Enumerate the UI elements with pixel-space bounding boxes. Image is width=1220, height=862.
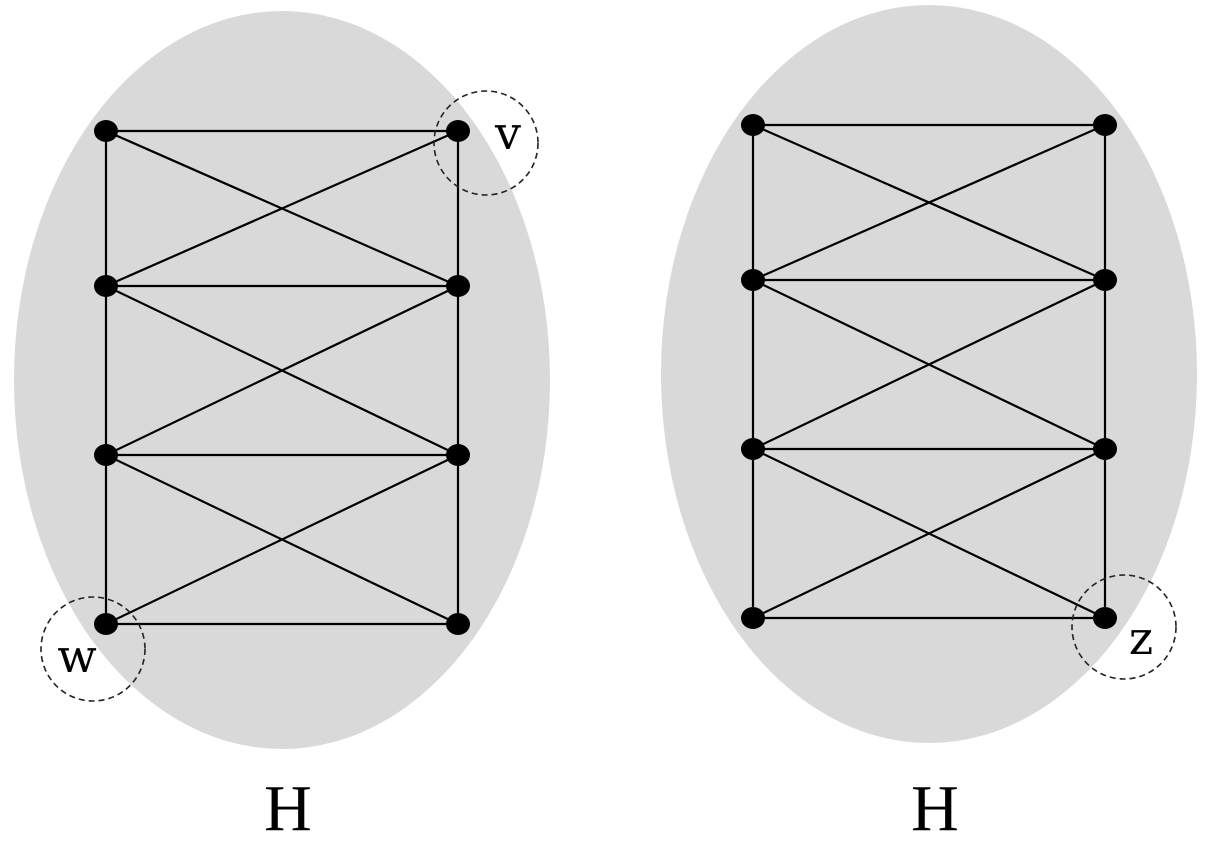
right-graph-region bbox=[661, 5, 1197, 743]
left-graph-edges bbox=[104, 129, 460, 626]
right-graph-vertex-1 bbox=[1093, 114, 1117, 136]
left-graph: vw H bbox=[14, 11, 550, 845]
right-graph-label-z: z bbox=[1129, 611, 1153, 665]
right-graph-edge-1-2 bbox=[751, 123, 1107, 282]
right-graph-markers: z bbox=[1071, 574, 1177, 680]
left-graph-vertex-4 bbox=[94, 444, 118, 466]
left-graph-label-w: w bbox=[57, 629, 96, 683]
left-graph-caption: H bbox=[264, 772, 312, 845]
left-graph-marker-w bbox=[40, 596, 146, 702]
left-graph-vertex-7 bbox=[446, 613, 470, 635]
left-graph-vertex-3 bbox=[446, 275, 470, 297]
left-graph-vertices bbox=[94, 120, 470, 635]
right-graph-vertices bbox=[741, 114, 1117, 629]
left-graph-edge-5-6 bbox=[104, 453, 460, 626]
left-graph-region bbox=[14, 11, 550, 749]
left-graph-label-v: v bbox=[494, 106, 521, 160]
right-graph: z H bbox=[661, 5, 1197, 845]
right-graph-vertex-2 bbox=[741, 269, 765, 291]
left-graph-vertex-0 bbox=[94, 120, 118, 142]
left-graph-markers: vw bbox=[40, 90, 539, 702]
left-graph-vertex-1 bbox=[446, 120, 470, 142]
right-graph-edges bbox=[751, 123, 1107, 620]
left-graph-vertex-6 bbox=[94, 613, 118, 635]
left-graph-marker-v bbox=[433, 90, 539, 196]
right-graph-edge-5-6 bbox=[751, 447, 1107, 620]
right-graph-edge-3-4 bbox=[751, 278, 1107, 451]
left-graph-edge-3-4 bbox=[104, 284, 460, 457]
left-graph-vertex-2 bbox=[94, 275, 118, 297]
right-graph-vertex-6 bbox=[741, 607, 765, 629]
right-graph-vertex-3 bbox=[1093, 269, 1117, 291]
right-graph-vertex-0 bbox=[741, 114, 765, 136]
right-graph-caption: H bbox=[911, 772, 959, 845]
right-graph-vertex-4 bbox=[741, 438, 765, 460]
right-graph-marker-z bbox=[1071, 574, 1177, 680]
right-graph-vertex-5 bbox=[1093, 438, 1117, 460]
right-graph-vertex-7 bbox=[1093, 607, 1117, 629]
left-graph-edge-1-2 bbox=[104, 129, 460, 288]
left-graph-vertex-5 bbox=[446, 444, 470, 466]
